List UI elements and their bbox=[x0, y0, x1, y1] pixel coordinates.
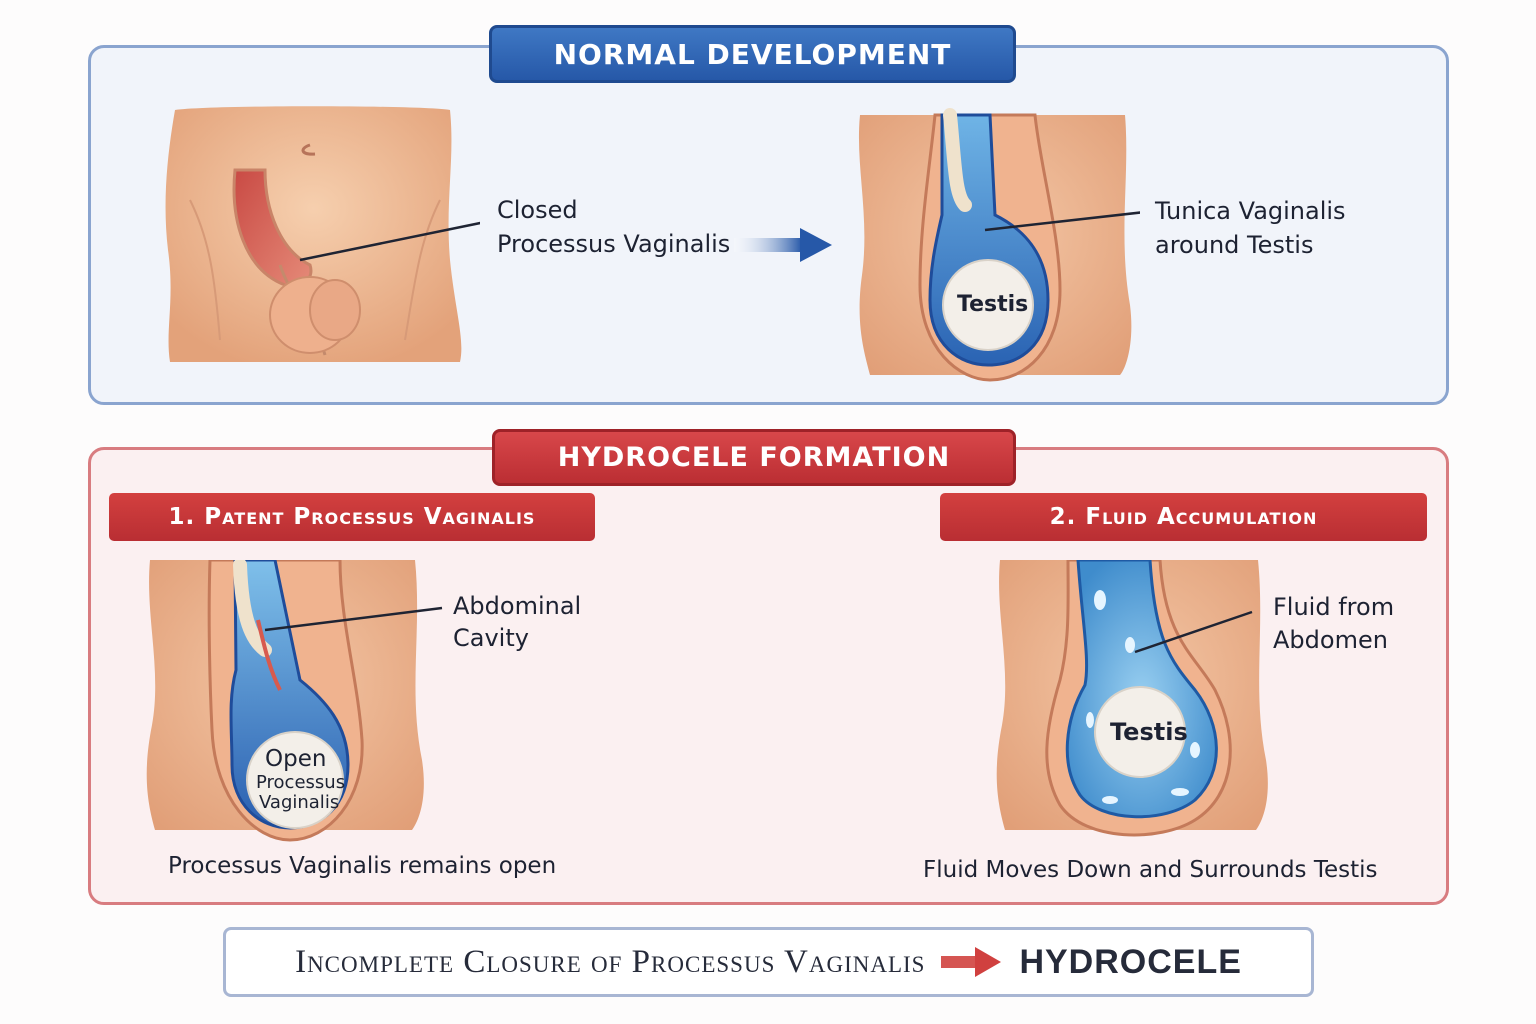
tunica-vaginalis-label-2: around Testis bbox=[1155, 231, 1314, 259]
tunica-vaginalis-label-1: Tunica Vaginalis bbox=[1155, 197, 1346, 225]
fluid-accumulation-illustration bbox=[996, 560, 1268, 837]
abdominal-cavity-label-2: Cavity bbox=[453, 624, 529, 652]
patent-processus-illustration bbox=[146, 560, 443, 842]
open-label: Open bbox=[265, 746, 327, 772]
normal-scrotum-illustration bbox=[858, 108, 1140, 382]
vaginalis-label: Vaginalis bbox=[259, 792, 340, 813]
arrow-right-icon bbox=[941, 947, 1002, 977]
summary-cause: Incomplete Closure of Processus Vaginali… bbox=[295, 943, 926, 980]
fluid-from-abdomen-label-2: Abdomen bbox=[1273, 626, 1388, 654]
closed-processus-label-2: Processus Vaginalis bbox=[497, 230, 731, 258]
abdominal-cavity-label-1: Abdominal bbox=[453, 592, 582, 620]
testis-label-normal: Testis bbox=[957, 292, 1029, 317]
summary-bar: Incomplete Closure of Processus Vaginali… bbox=[223, 927, 1314, 997]
processus-label: Processus bbox=[256, 772, 346, 793]
torso-illustration bbox=[165, 106, 480, 362]
fluid-from-abdomen-label-1: Fluid from bbox=[1273, 593, 1395, 621]
step1-caption: Processus Vaginalis remains open bbox=[168, 853, 557, 879]
closed-processus-label-1: Closed bbox=[497, 196, 578, 224]
hydrocele-formation-title: HYDROCELE FORMATION bbox=[492, 429, 1016, 486]
right-arrow-icon bbox=[734, 228, 832, 262]
step2-caption: Fluid Moves Down and Surrounds Testis bbox=[923, 857, 1378, 883]
testis-label-hydrocele: Testis bbox=[1110, 718, 1188, 746]
normal-development-title: NORMAL DEVELOPMENT bbox=[489, 25, 1016, 83]
step2-title: 2. Fluid Accumulation bbox=[940, 493, 1427, 541]
step1-title: 1. Patent Processus Vaginalis bbox=[109, 493, 595, 541]
summary-result: HYDROCELE bbox=[1019, 942, 1242, 981]
